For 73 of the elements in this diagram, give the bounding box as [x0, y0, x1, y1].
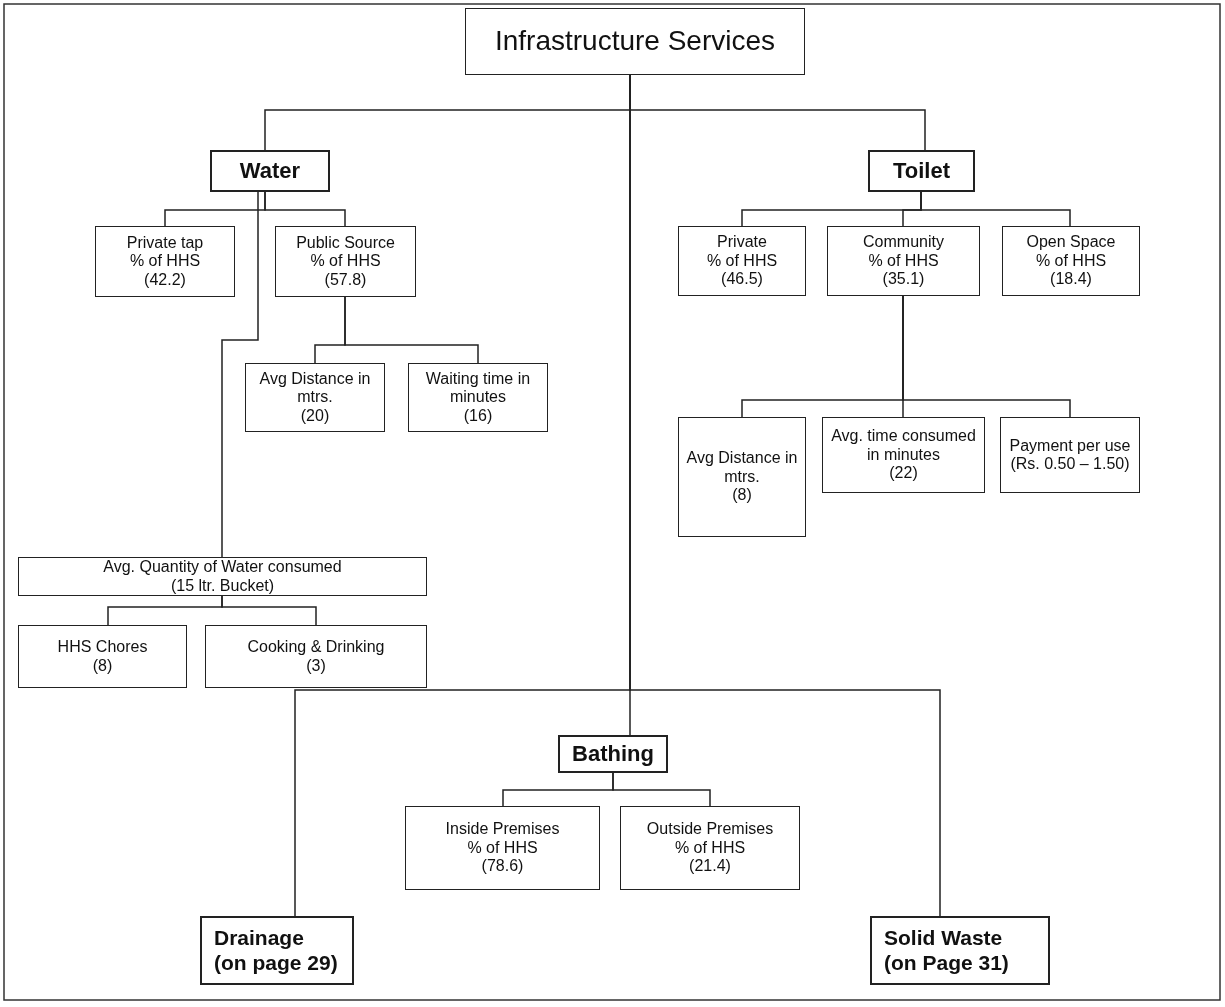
node-label: Community [863, 233, 944, 252]
node-label: Inside Premises [445, 820, 560, 839]
node-label: Drainage [214, 926, 304, 951]
heading-box [558, 735, 668, 773]
heading-box [870, 916, 1050, 985]
info-box [827, 226, 980, 296]
node-value: (20) [300, 406, 330, 426]
node-value: (42.2) [144, 270, 186, 290]
node-value: (on Page 31) [884, 950, 1009, 975]
node-value: (15 ltr. Bucket) [170, 576, 275, 595]
node-value: % of HHS [1035, 251, 1107, 271]
info-box [18, 625, 187, 688]
info-box [678, 226, 806, 296]
node-value: (18.4) [1050, 270, 1092, 289]
node-value: (21.4) [689, 857, 731, 876]
info-box [678, 417, 806, 537]
node-label: Payment per use [1009, 436, 1131, 455]
info-box [620, 806, 800, 890]
node-label: Water [239, 158, 301, 184]
node-label: Solid Waste [884, 926, 1003, 951]
node-label: Bathing [572, 741, 654, 767]
node-label: Infrastructure Services [494, 25, 776, 58]
info-box [822, 417, 985, 493]
node-value: (35.1) [882, 270, 925, 289]
node-value: % of HHS [467, 838, 538, 858]
connector-line [902, 295, 1071, 418]
node-label: Private [717, 233, 767, 252]
node-label: Cooking & Drinking [247, 638, 385, 657]
node-label: Open Space [1026, 233, 1116, 252]
info-box [1002, 226, 1140, 296]
info-box [18, 557, 427, 596]
info-box [245, 363, 385, 432]
connector-line [221, 595, 317, 626]
node-value: (3) [306, 656, 326, 675]
connector-line [221, 191, 259, 558]
node-value: (Rs. 0.50 – 1.50) [1010, 455, 1130, 474]
node-label: Avg Distance in mtrs. [685, 449, 799, 487]
node-value: (57.8) [324, 270, 367, 290]
info-box [408, 363, 548, 432]
node-label: Public Source [296, 233, 395, 253]
info-box [405, 806, 600, 890]
node-label: Avg. time consumed in minutes [830, 427, 977, 465]
node-value: (22) [889, 464, 918, 483]
node-value: (8) [92, 656, 113, 675]
connector-line [920, 191, 1071, 227]
node-label: Waiting time in minutes [424, 369, 532, 407]
info-box [205, 625, 427, 688]
node-value: % of HHS [129, 252, 201, 271]
heading-box [210, 150, 330, 192]
info-box [95, 226, 235, 297]
node-value: (16) [463, 406, 493, 426]
node-value: (78.6) [481, 857, 524, 876]
node-value: % of HHS [868, 251, 939, 271]
node-value: (on page 29) [214, 950, 338, 975]
node-label: Outside Premises [646, 820, 774, 839]
heading-box [465, 8, 805, 75]
connector-line [344, 296, 479, 364]
node-value: (8) [732, 486, 752, 505]
node-label: Avg. Quantity of Water consumed [103, 558, 342, 577]
heading-box [868, 150, 975, 192]
node-value: % of HHS [674, 838, 746, 858]
node-label: Avg Distance in mtrs. [258, 369, 372, 407]
node-label: HHS Chores [57, 638, 148, 657]
node-label: Private tap [126, 233, 204, 253]
node-value: (46.5) [721, 270, 763, 289]
connector-line [612, 772, 711, 807]
node-value: % of HHS [706, 251, 778, 271]
node-value: % of HHS [310, 252, 381, 271]
connector-line [264, 191, 346, 227]
heading-box [200, 916, 354, 985]
info-box [1000, 417, 1140, 493]
node-label: Toilet [893, 158, 950, 184]
info-box [275, 226, 416, 297]
